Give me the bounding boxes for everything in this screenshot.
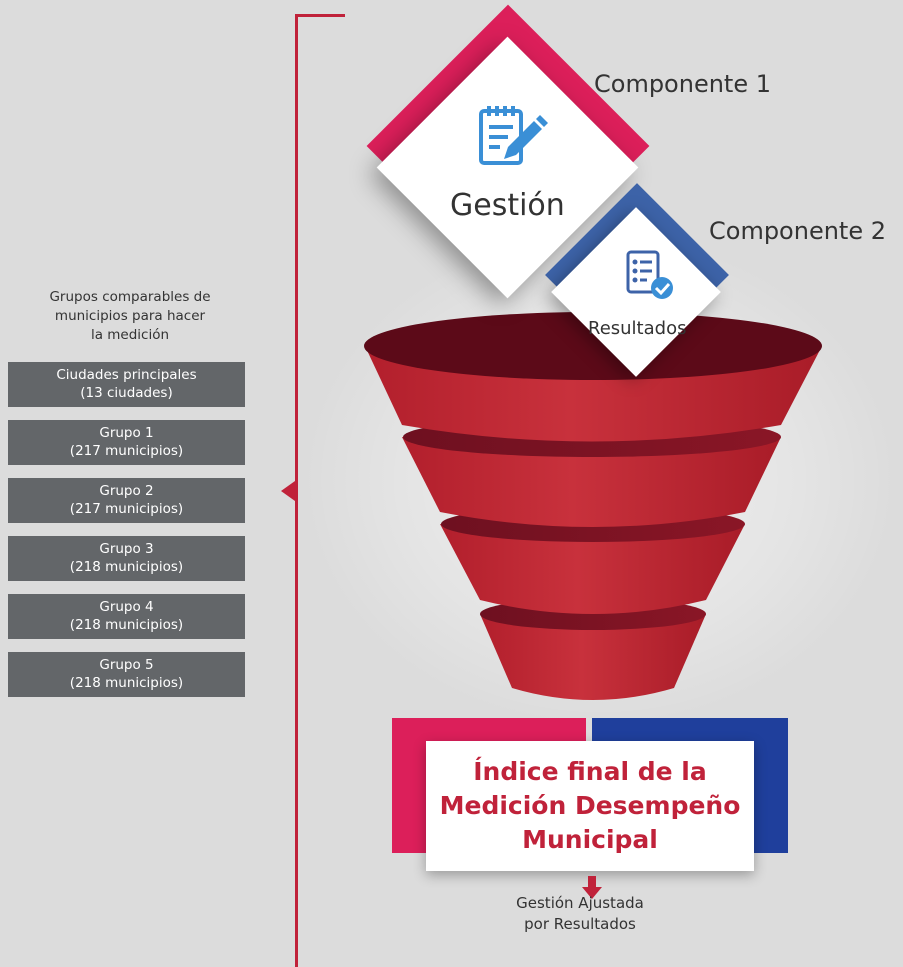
group-box-3: Grupo 3 (218 municipios) bbox=[8, 536, 245, 581]
result-line: Gestión Ajustada bbox=[516, 894, 644, 912]
funnel-ring-2 bbox=[402, 437, 781, 527]
groups-title: Grupos comparables de municipios para ha… bbox=[10, 288, 250, 345]
index-title-line: Medición Desempeño bbox=[439, 791, 741, 820]
group-box-4: Grupo 4 (218 municipios) bbox=[8, 594, 245, 639]
groups-title-line: Grupos comparables de bbox=[49, 289, 211, 305]
group-name: Grupo 5 bbox=[99, 657, 154, 673]
funnel-graphic bbox=[364, 312, 822, 700]
index-title-line: Municipal bbox=[522, 825, 658, 854]
component-1-label: Componente 1 bbox=[594, 70, 771, 98]
group-name: Grupo 1 bbox=[99, 425, 154, 441]
group-name: Grupo 4 bbox=[99, 599, 154, 615]
group-count: (13 ciudades) bbox=[80, 385, 173, 401]
funnel-opening bbox=[364, 312, 822, 380]
group-name: Grupo 2 bbox=[99, 483, 154, 499]
bracket-arrow-icon bbox=[281, 481, 295, 501]
group-count: (218 municipios) bbox=[69, 559, 184, 575]
funnel-ring-3 bbox=[440, 524, 745, 614]
component-1-name: Gestión bbox=[450, 188, 565, 223]
group-box-5: Grupo 5 (218 municipios) bbox=[8, 652, 245, 697]
group-count: (218 municipios) bbox=[69, 675, 184, 691]
group-box-2: Grupo 2 (217 municipios) bbox=[8, 478, 245, 523]
index-card: Índice final de la Medición Desempeño Mu… bbox=[426, 741, 754, 871]
groups-title-line: municipios para hacer bbox=[54, 308, 206, 324]
groups-title-line: la medición bbox=[90, 327, 170, 343]
document-edit-icon bbox=[479, 106, 548, 165]
group-name: Grupo 3 bbox=[99, 541, 154, 557]
group-box-1: Grupo 1 (217 municipios) bbox=[8, 420, 245, 465]
group-name: Ciudades principales bbox=[56, 367, 197, 383]
component-2-label: Componente 2 bbox=[709, 217, 886, 245]
group-count: (218 municipios) bbox=[69, 617, 184, 633]
group-count: (217 municipios) bbox=[69, 501, 184, 517]
arrow-down-icon bbox=[582, 876, 602, 899]
bracket-line bbox=[295, 14, 298, 967]
index-title-line: Índice final de la bbox=[473, 757, 707, 786]
group-count: (217 municipios) bbox=[69, 443, 184, 459]
result-line: por Resultados bbox=[524, 915, 636, 933]
result-label: Gestión Ajustada por Resultados bbox=[475, 893, 685, 935]
funnel-ring-4 bbox=[480, 614, 706, 700]
bracket-top-line bbox=[295, 14, 345, 17]
group-box-ciudades: Ciudades principales (13 ciudades) bbox=[8, 362, 245, 407]
index-title: Índice final de la Medición Desempeño Mu… bbox=[440, 755, 741, 857]
checklist-icon bbox=[626, 250, 673, 299]
component-2-name: Resultados bbox=[588, 318, 687, 339]
